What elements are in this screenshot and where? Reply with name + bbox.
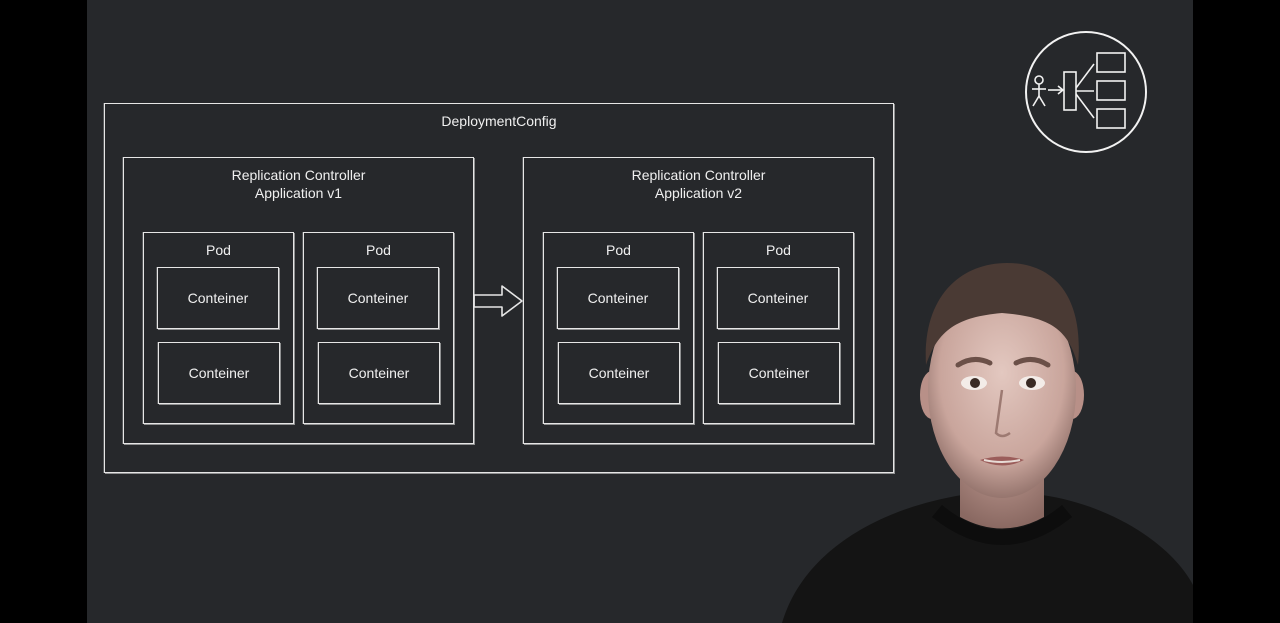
container-label: Conteiner [587,290,649,306]
container-label: Conteiner [588,365,650,381]
pod-label: Pod [206,242,231,258]
container-label: Conteiner [747,290,809,306]
right-arrow-icon [473,285,523,317]
container-box: Conteiner [558,342,680,404]
container-box: Conteiner [717,267,839,329]
pod-label: Pod [366,242,391,258]
rc-v2-title-line1: Replication Controller [631,167,766,183]
pod-v1-b: Pod [303,232,454,424]
container-box: Conteiner [317,267,439,329]
deployment-config-title: DeploymentConfig [441,113,557,129]
actor-to-services-icon [1025,31,1147,153]
presenter-webcam [782,263,1193,623]
pod-v1-a: Pod [143,232,294,424]
container-box: Conteiner [557,267,679,329]
container-label: Conteiner [347,290,409,306]
rc-v1-title-line1: Replication Controller [231,167,366,183]
rc-v2-title-line2: Application v2 [654,185,743,201]
container-label: Conteiner [348,365,410,381]
container-box: Conteiner [158,342,280,404]
pod-label: Pod [766,242,791,258]
container-box: Conteiner [718,342,840,404]
replication-controller-v2: Replication Controller Application v2 [523,157,874,444]
pod-v2-b: Pod [703,232,854,424]
rc-v1-title-line2: Application v1 [254,185,343,201]
container-label: Conteiner [187,290,249,306]
replication-controller-v1: Replication Controller Application v1 [123,157,474,444]
pod-v2-a: Pod [543,232,694,424]
container-label: Conteiner [188,365,250,381]
container-box: Conteiner [318,342,440,404]
video-frame: DeploymentConfig Replication Controller … [87,0,1193,623]
container-label: Conteiner [748,365,810,381]
container-box: Conteiner [157,267,279,329]
deployment-config-box: DeploymentConfig [104,103,894,473]
pod-label: Pod [606,242,631,258]
